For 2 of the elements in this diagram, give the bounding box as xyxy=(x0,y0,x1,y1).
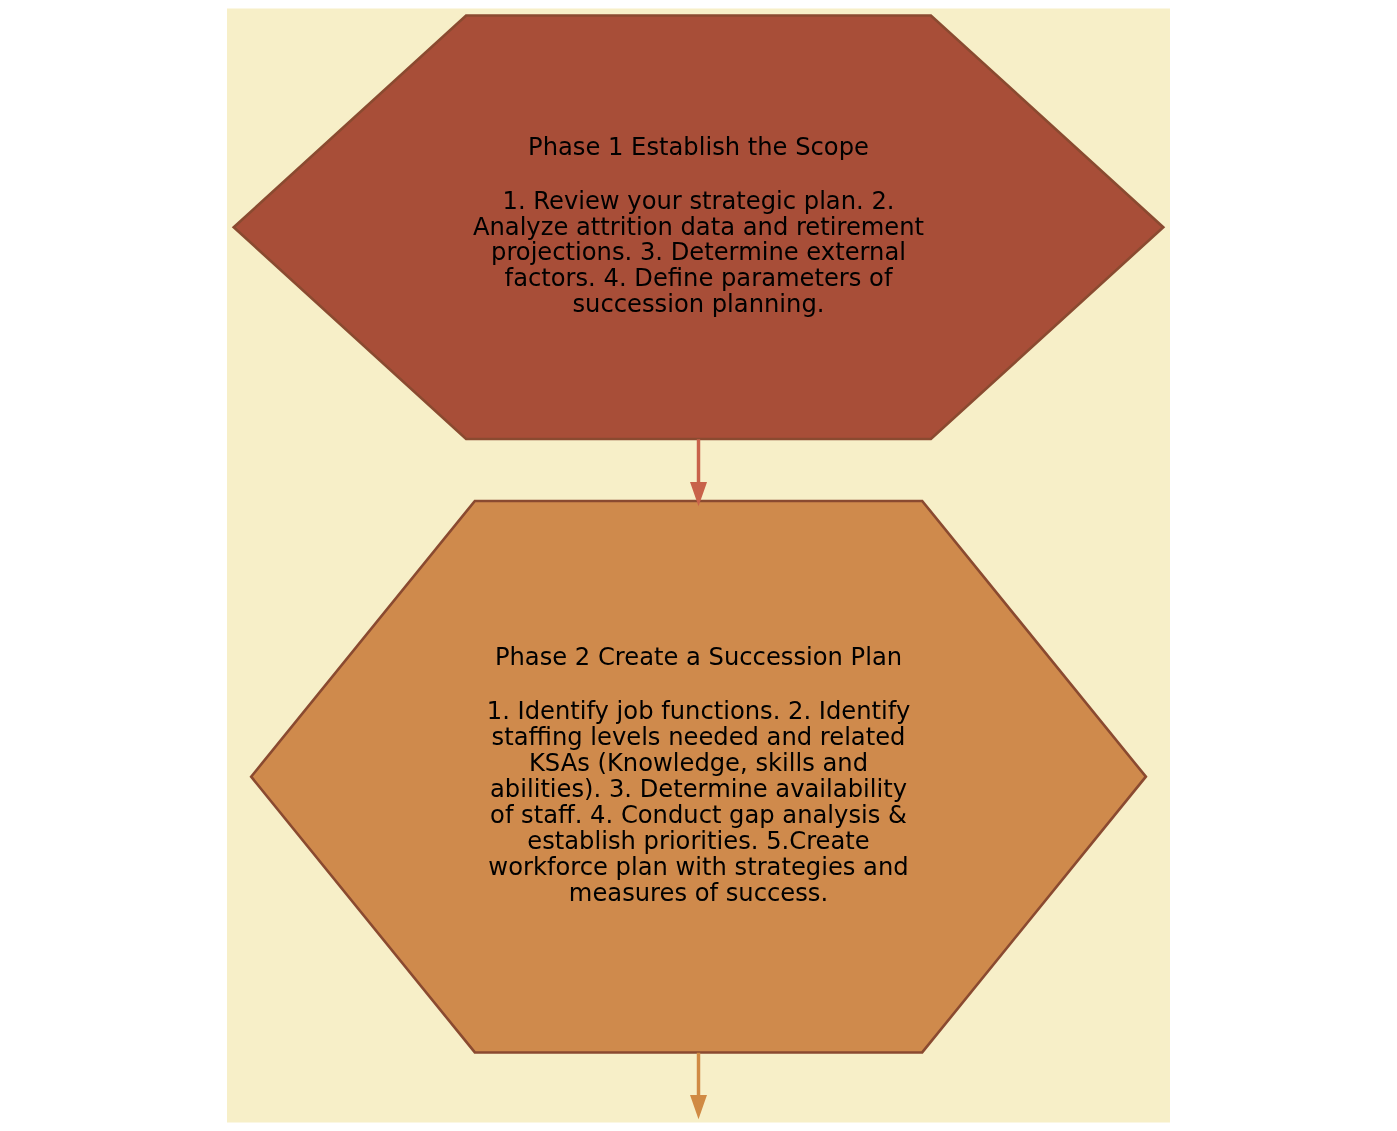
arrow xyxy=(690,1052,707,1120)
arrow xyxy=(690,439,707,507)
